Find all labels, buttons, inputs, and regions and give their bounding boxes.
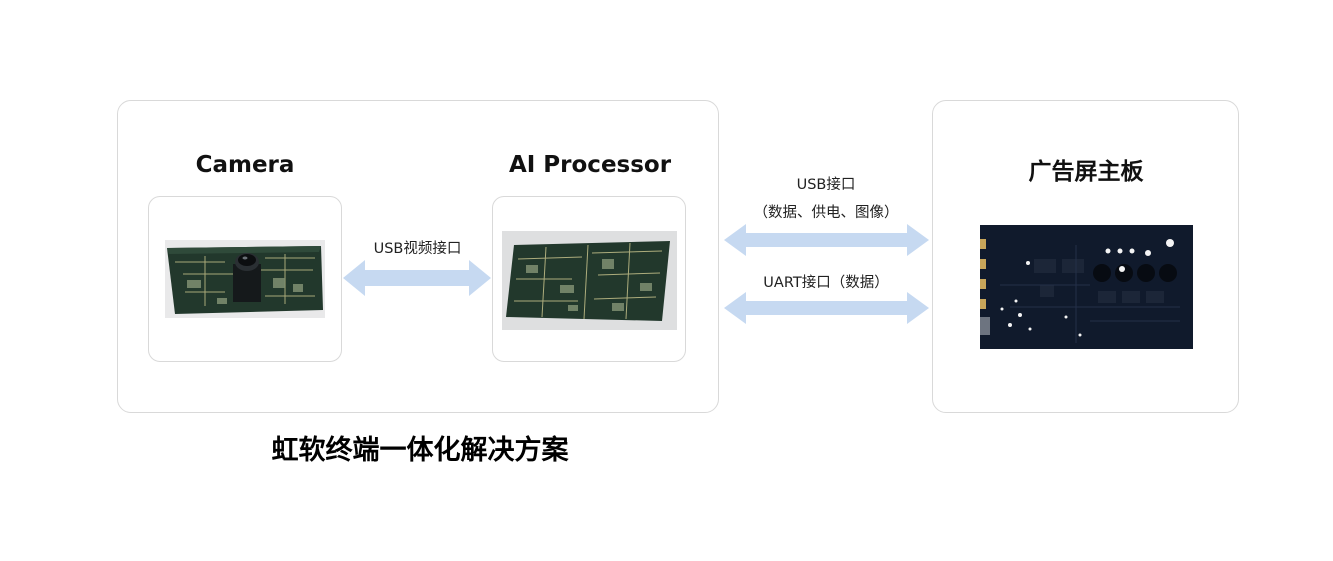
uart-double-arrow	[724, 292, 929, 324]
camera-title: Camera	[195, 152, 295, 178]
camera-module-image	[165, 240, 325, 318]
solution-caption: 虹软终端一体化解决方案	[271, 435, 569, 466]
ai-processor-title: AI Processor	[508, 152, 672, 178]
ai-processor-image	[502, 231, 677, 330]
uart-label: UART接口（数据）	[763, 275, 889, 291]
usb-video-double-arrow	[343, 260, 491, 296]
usb-double-arrow	[724, 224, 929, 256]
usb-port-label: USB接口	[796, 177, 856, 193]
usb-detail-label: （数据、供电、图像）	[753, 205, 899, 221]
ad-screen-board-image	[980, 225, 1193, 349]
ad-screen-board-title: 广告屏主板	[1028, 159, 1144, 185]
usb-video-label: USB视频接口	[373, 241, 462, 257]
